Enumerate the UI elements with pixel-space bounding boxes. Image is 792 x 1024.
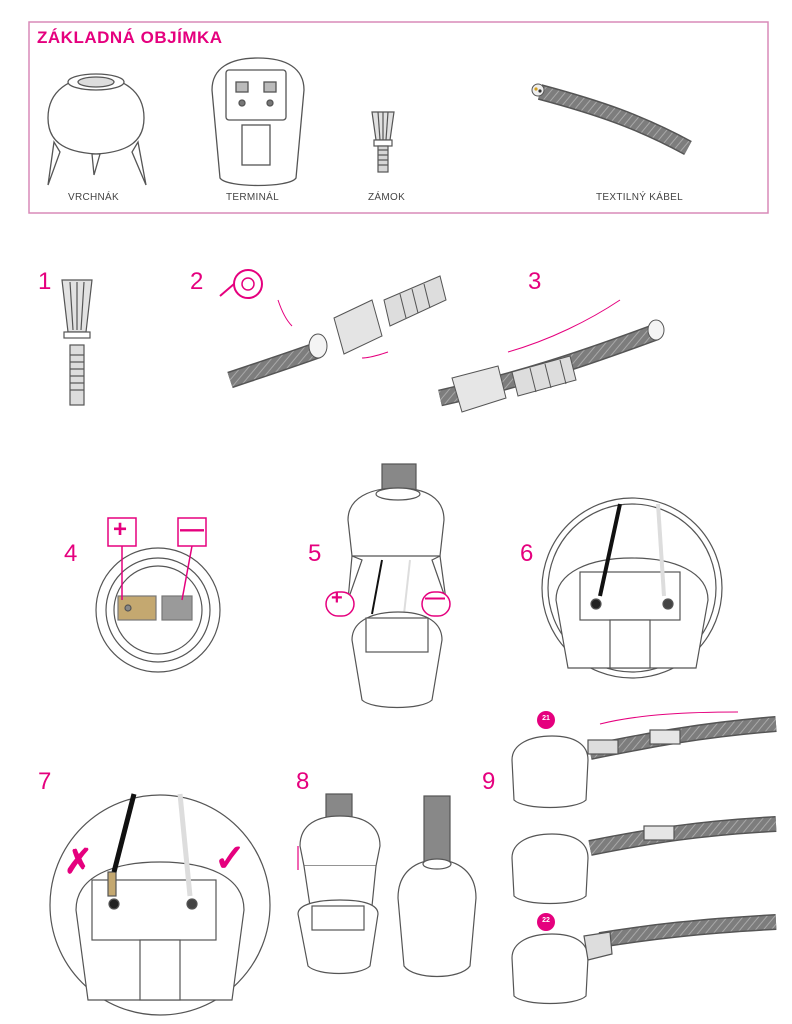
- minus-sign-step4: —: [180, 516, 204, 543]
- step4-illustration: [95, 517, 221, 673]
- step-number-5: 5: [308, 540, 322, 567]
- step-number-1: 1: [38, 268, 52, 295]
- step6-illustration: [541, 497, 723, 679]
- plus-sign-step4: +: [113, 516, 128, 543]
- step-number-8: 8: [296, 768, 310, 795]
- part-label-terminal: TERMINÁL: [226, 192, 279, 203]
- right-mark-icon: ✓: [214, 838, 246, 880]
- parts-box: [28, 21, 769, 214]
- step8-illustration: [297, 793, 477, 977]
- step7-illustration: [49, 793, 271, 1016]
- minus-sign-step5: —: [425, 587, 445, 609]
- step-number-2: 2: [190, 268, 204, 295]
- step3-illustration: [438, 299, 665, 413]
- step-number-6: 6: [520, 540, 534, 567]
- part-label-cable: TEXTILNÝ KÁBEL: [596, 192, 684, 203]
- step1-illustration: [61, 279, 93, 406]
- terminal-illustration: [211, 57, 305, 187]
- cap-illustration: [47, 73, 147, 186]
- step-number-4: 4: [64, 540, 78, 567]
- substep-badge-22: 22: [542, 917, 550, 924]
- substep-badge-21: 21: [542, 715, 550, 722]
- plus-sign-step5: +: [331, 587, 343, 609]
- step2-illustration: [219, 269, 447, 389]
- wrong-mark-icon: ✗: [64, 843, 93, 881]
- step-number-9: 9: [482, 768, 496, 795]
- page-title: ZÁKLADNÁ OBJÍMKA: [37, 28, 223, 47]
- part-label-lock: ZÁMOK: [368, 192, 406, 203]
- lock-illustration: [371, 111, 395, 173]
- step5-illustration: [325, 463, 451, 709]
- step-number-7: 7: [38, 768, 52, 795]
- part-label-cap: VRCHNÁK: [68, 192, 119, 203]
- step9-illustration: [511, 711, 777, 1005]
- cable-illustration: [531, 83, 692, 156]
- step-number-3: 3: [528, 268, 542, 295]
